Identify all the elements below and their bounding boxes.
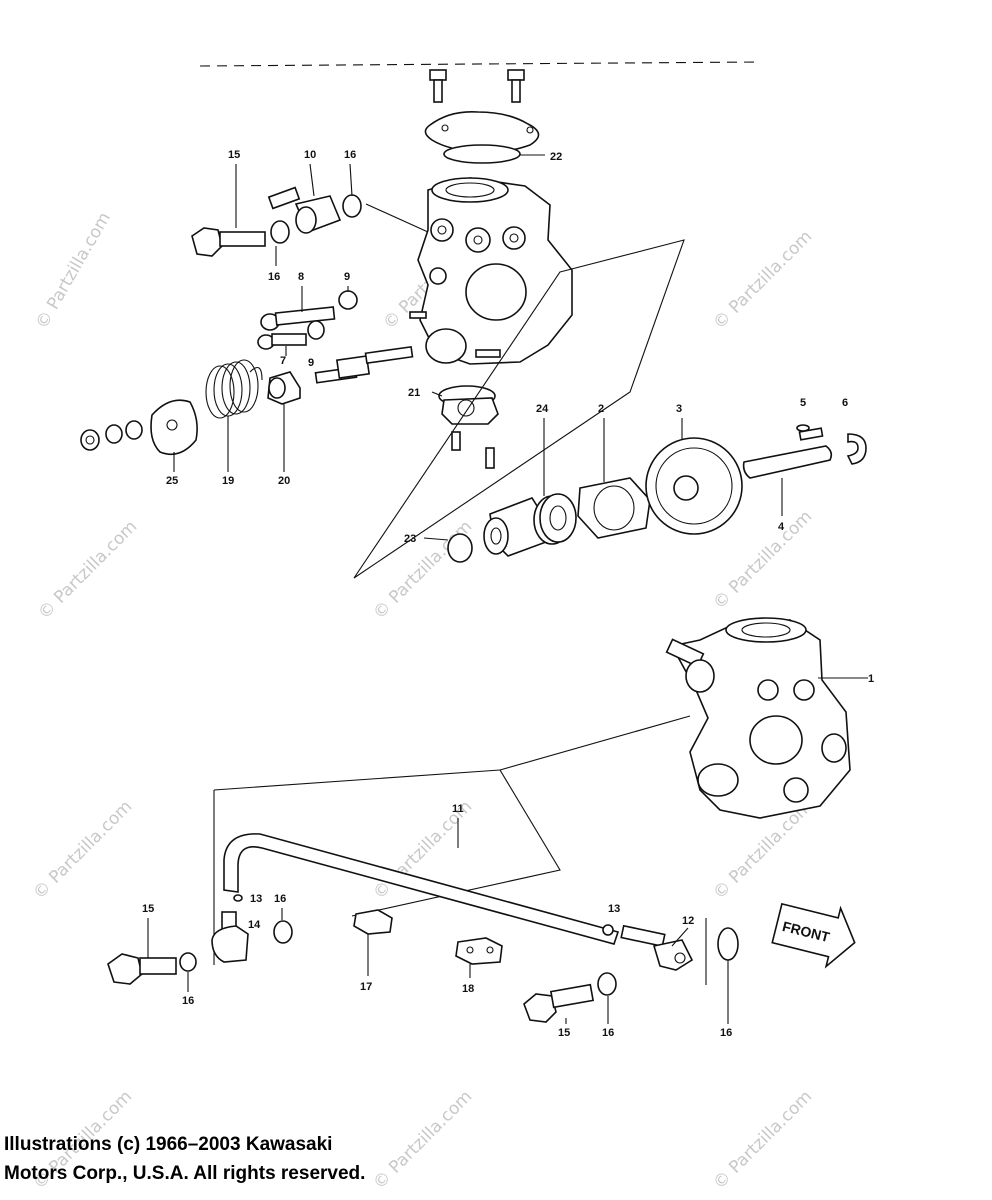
callout-16: 16 <box>602 1027 614 1039</box>
oil-pump-body <box>409 177 573 365</box>
callout-5: 5 <box>800 397 806 409</box>
callout-13: 13 <box>608 903 620 915</box>
callout-16: 16 <box>344 149 356 161</box>
circlip-6 <box>846 433 867 465</box>
callout-18: 18 <box>462 983 474 995</box>
callout-16: 16 <box>268 271 280 283</box>
callout-layer: 1 2 3 4 5 6 7 8 9 9 10 11 12 13 13 14 15… <box>142 149 874 1039</box>
copyright-notice: Illustrations (c) 1966–2003 Kawasaki Mot… <box>4 1130 564 1188</box>
group-outline <box>351 715 691 917</box>
o-ring-21 <box>438 385 499 425</box>
dashed-border <box>199 61 761 67</box>
callout-15: 15 <box>558 1027 570 1039</box>
group-outline <box>353 239 685 579</box>
screw <box>485 447 495 469</box>
oil-hose-11 <box>223 833 620 945</box>
washer-9 <box>307 320 325 340</box>
banjo-bolt-15 <box>191 227 266 257</box>
o-ring-23 <box>447 533 473 563</box>
watermark: © Partzilla.com <box>709 1087 816 1194</box>
fitting-14 <box>211 911 249 963</box>
fitting-10 <box>267 186 342 234</box>
key-5 <box>796 424 810 432</box>
callout-leaders <box>147 163 783 1024</box>
screw-7 <box>257 333 307 350</box>
pump-cover-plate <box>424 110 540 154</box>
cover-screws <box>429 69 525 103</box>
callout-4: 4 <box>778 521 785 533</box>
callout-14: 14 <box>248 919 261 931</box>
callout-8: 8 <box>298 271 304 283</box>
plunger-shaft <box>314 345 414 384</box>
oil-pump-assembly-1 <box>665 617 851 819</box>
nut-washer-set <box>80 420 143 451</box>
bearing <box>533 493 577 545</box>
callout-12: 12 <box>682 915 694 927</box>
watermark: © Partzilla.com <box>32 209 115 333</box>
callout-20: 20 <box>278 475 290 487</box>
clip-13 <box>233 894 243 902</box>
callout-19: 19 <box>222 475 234 487</box>
washer-16 <box>717 927 739 961</box>
shaft-4 <box>742 427 833 479</box>
callout-7: 7 <box>280 355 286 367</box>
callout-9: 9 <box>308 357 314 369</box>
callout-21: 21 <box>408 387 420 399</box>
watermark: © Partzilla.com <box>369 517 476 624</box>
watermark-layer: © Partzilla.com © Partzilla.com © Partzi… <box>29 209 816 1194</box>
screw-8 <box>260 306 336 331</box>
callout-16: 16 <box>274 893 286 905</box>
callout-23: 23 <box>404 533 416 545</box>
collar-20 <box>267 371 301 405</box>
gear-3 <box>645 437 743 535</box>
callout-10: 10 <box>304 149 316 161</box>
banjo-bolt-15 <box>107 953 177 985</box>
leader-line <box>365 203 429 233</box>
washer-16 <box>597 972 617 996</box>
lever-25 <box>150 399 198 456</box>
collar-24 <box>483 497 547 557</box>
clip-13 <box>602 924 614 936</box>
callout-17: 17 <box>360 981 372 993</box>
screw <box>451 431 461 451</box>
callout-15: 15 <box>142 903 154 915</box>
washer-16 <box>342 194 362 218</box>
callout-24: 24 <box>536 403 549 415</box>
spring-19 <box>205 359 263 419</box>
fitting-12 <box>620 924 694 971</box>
plate-18 <box>455 937 503 965</box>
gasket-2 <box>577 477 651 539</box>
watermark: © Partzilla.com <box>709 227 816 334</box>
watermark: © Partzilla.com <box>29 797 136 904</box>
callout-2: 2 <box>598 403 604 415</box>
callout-15: 15 <box>228 149 240 161</box>
watermark: © Partzilla.com <box>34 517 141 624</box>
washer-16 <box>270 220 290 244</box>
o-ring-22 <box>443 144 521 164</box>
copyright-line-2: Motors Corp., U.S.A. All rights reserved… <box>4 1163 366 1184</box>
callout-11: 11 <box>452 803 464 815</box>
callout-16: 16 <box>182 995 194 1007</box>
plate-17 <box>353 909 393 935</box>
callout-13: 13 <box>250 893 262 905</box>
callout-25: 25 <box>166 475 178 487</box>
callout-3: 3 <box>676 403 682 415</box>
callout-9: 9 <box>344 271 350 283</box>
callout-16: 16 <box>720 1027 732 1039</box>
front-arrow: FRONT <box>771 902 856 969</box>
callout-1: 1 <box>868 673 874 685</box>
callout-22: 22 <box>550 151 562 163</box>
washer-9 <box>338 290 358 310</box>
callout-6: 6 <box>842 397 848 409</box>
washer-16 <box>179 952 197 972</box>
washer-16 <box>273 920 293 944</box>
banjo-bolt-15 <box>523 983 595 1023</box>
copyright-line-1: Illustrations (c) 1966–2003 Kawasaki <box>4 1134 333 1155</box>
